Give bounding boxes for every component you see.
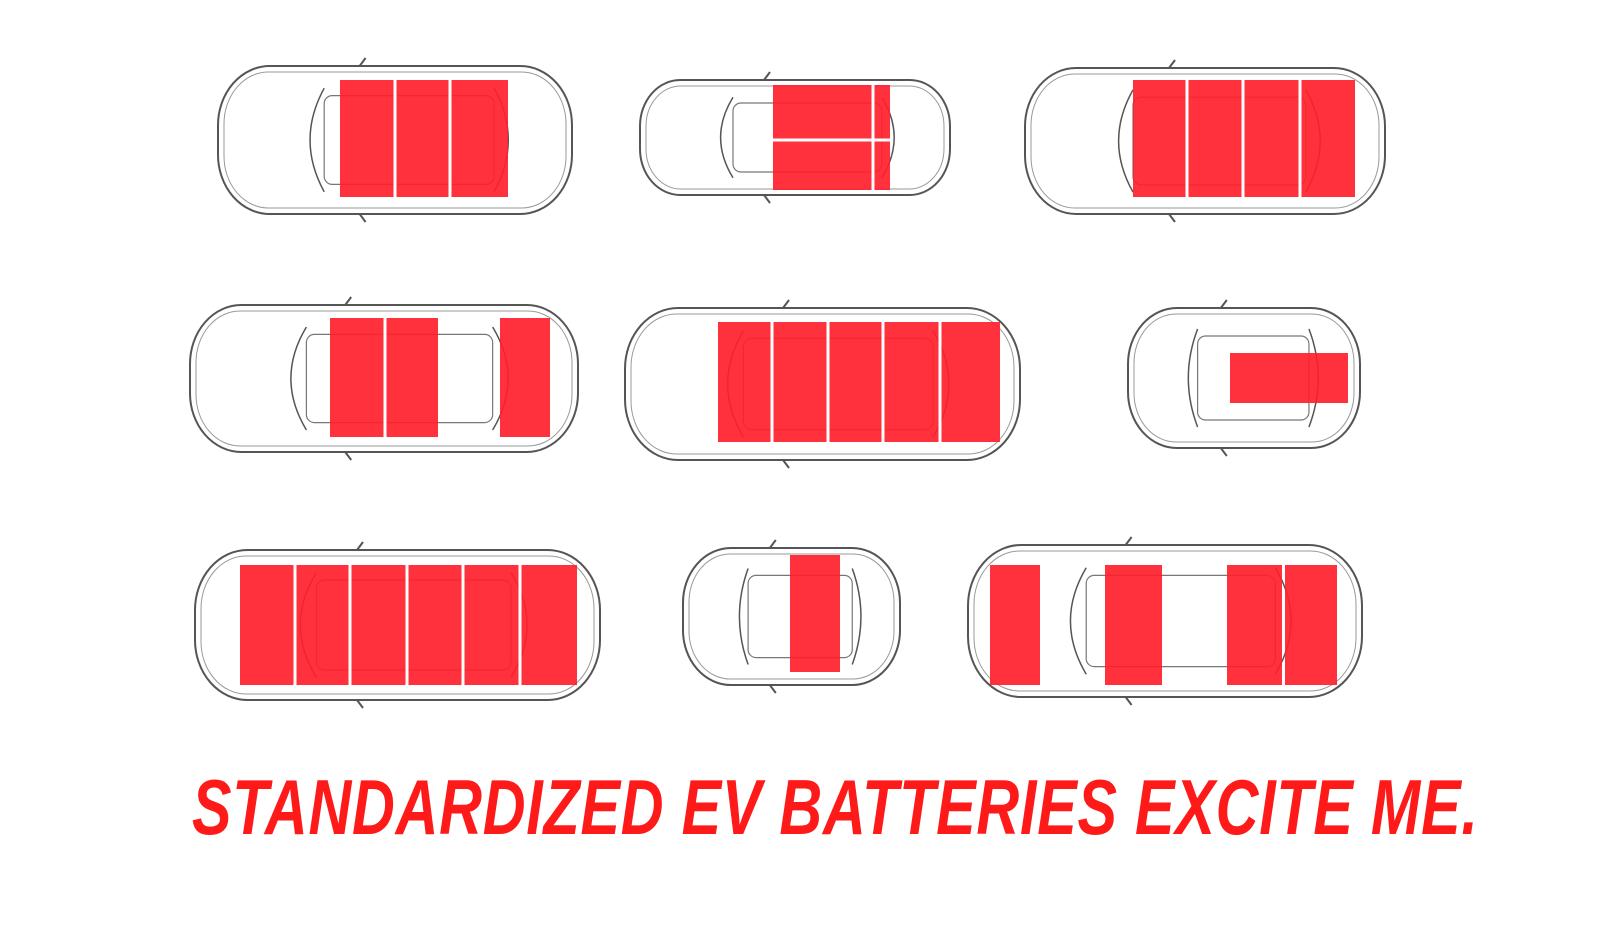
car-body-inner-outline bbox=[1030, 73, 1380, 209]
vehicle-7 bbox=[194, 541, 601, 709]
windshield-line bbox=[719, 96, 734, 179]
mirror-icon bbox=[1220, 447, 1228, 457]
car-body-inner-outline bbox=[688, 553, 895, 680]
mirror-icon bbox=[1124, 696, 1133, 706]
mirror-icon bbox=[1168, 213, 1176, 223]
car-body-inner-outline bbox=[1133, 313, 1355, 443]
windshield-line bbox=[738, 568, 749, 665]
mirror-icon bbox=[763, 194, 771, 204]
battery-pack bbox=[500, 318, 550, 437]
battery-pack bbox=[773, 85, 890, 190]
car-body-inner-outline bbox=[223, 71, 567, 209]
battery-pack bbox=[340, 80, 508, 197]
battery-pack bbox=[1285, 565, 1337, 685]
mirror-icon bbox=[358, 213, 367, 223]
mirror-icon bbox=[358, 57, 367, 67]
windshield-line bbox=[290, 326, 308, 431]
battery-pack bbox=[1230, 353, 1348, 403]
vehicle-3 bbox=[1024, 59, 1386, 223]
car-body-inner-outline bbox=[195, 310, 573, 447]
vehicle-4 bbox=[189, 296, 579, 461]
mirror-icon bbox=[344, 451, 352, 461]
mirror-icon bbox=[769, 539, 777, 549]
mirror-icon bbox=[1220, 299, 1228, 309]
car-body-inner-outline bbox=[630, 313, 1015, 455]
mirror-icon bbox=[1124, 536, 1133, 546]
windshield-line bbox=[309, 87, 325, 193]
mirror-icon bbox=[782, 459, 790, 469]
caption-headline: STANDARDIZED EV BATTERIES EXCITE ME. bbox=[192, 763, 1479, 851]
battery-pack bbox=[790, 555, 840, 672]
mirror-icon bbox=[356, 541, 364, 551]
vehicle-6 bbox=[1127, 299, 1361, 457]
battery-pack bbox=[990, 565, 1040, 685]
vehicle-5 bbox=[624, 299, 1021, 469]
vehicle-9 bbox=[967, 536, 1363, 706]
mirror-icon bbox=[769, 684, 777, 694]
battery-pack bbox=[1227, 565, 1282, 685]
rear-window-line bbox=[851, 568, 862, 665]
windshield-line bbox=[1187, 328, 1199, 428]
mirror-icon bbox=[763, 71, 771, 81]
mirror-icon bbox=[782, 299, 790, 309]
battery-pack bbox=[718, 322, 1000, 442]
mirror-icon bbox=[356, 699, 364, 709]
battery-pack bbox=[1105, 565, 1162, 685]
car-body-inner-outline bbox=[973, 550, 1357, 692]
car-body-inner-outline bbox=[200, 555, 595, 695]
vehicle-1 bbox=[217, 57, 573, 223]
windshield-line bbox=[1117, 89, 1134, 193]
mirror-icon bbox=[344, 296, 352, 306]
mirror-icon bbox=[1168, 59, 1176, 69]
windshield-line bbox=[1069, 567, 1087, 675]
vehicle-8 bbox=[682, 539, 901, 694]
vehicle-2 bbox=[639, 71, 951, 204]
